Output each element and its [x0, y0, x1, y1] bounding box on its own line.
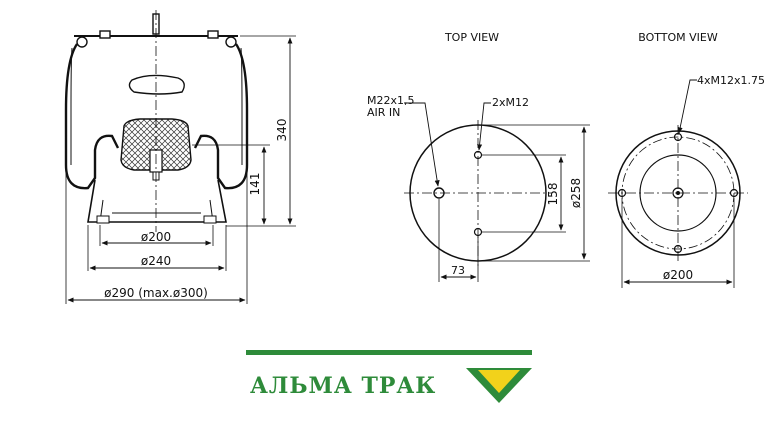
side-view — [64, 10, 296, 304]
top-view — [404, 102, 590, 282]
bellow-left — [64, 43, 120, 190]
dim-73-label: 73 — [451, 264, 465, 277]
bumper-window — [128, 74, 185, 95]
dim-d290-label: ø290 (max.ø300) — [104, 286, 208, 300]
bottom-bolt — [617, 188, 627, 198]
piston-body — [87, 179, 227, 223]
dim-141-label: 141 — [248, 173, 262, 196]
dim-d240-label: ø240 — [141, 254, 171, 268]
bellow-right — [193, 43, 249, 190]
bottom-view-title: BOTTOM VIEW — [638, 31, 718, 44]
dim-158-label: 158 — [546, 183, 560, 206]
dim-bottom-200-label: ø200 — [663, 268, 693, 282]
dim-258-label: ø258 — [569, 178, 583, 208]
top-bolts-label: 2xM12 — [492, 96, 529, 109]
dim-d200-label: ø200 — [141, 230, 171, 244]
air-in-port — [433, 187, 445, 199]
bottom-bolt — [673, 244, 683, 254]
air-in-label: AIR IN — [367, 106, 400, 119]
bottom-view — [608, 79, 748, 288]
bottom-bolts-label: 4xM12x1.75 — [697, 74, 765, 87]
air-in-thread-label: M22x1,5 — [367, 94, 415, 107]
brand-name: АЛЬМА ТРАК — [250, 373, 436, 399]
bottom-bolt — [729, 188, 739, 198]
brand-bar — [246, 350, 532, 355]
brand-logo: АЛЬМА ТРАК — [246, 350, 532, 403]
top-view-title: TOP VIEW — [444, 31, 499, 44]
dim-340-label: 340 — [275, 119, 289, 142]
top-bolt — [473, 150, 483, 160]
